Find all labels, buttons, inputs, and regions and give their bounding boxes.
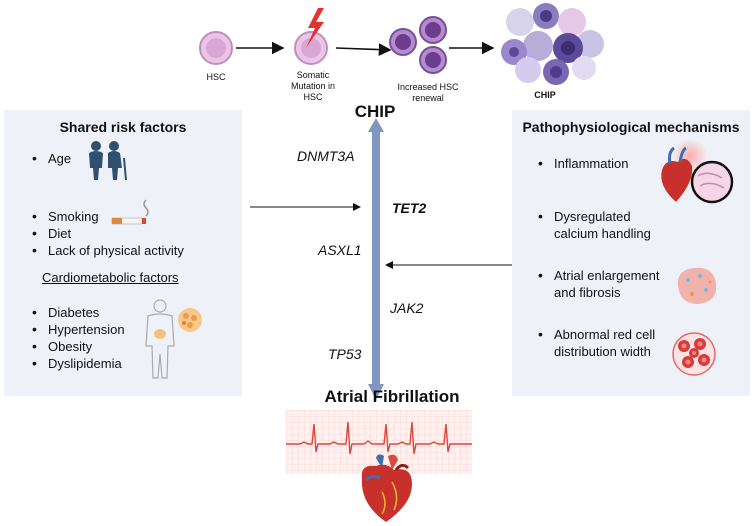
list-item: Lack of physical activity: [30, 242, 184, 259]
chip-to-af-arrow: [368, 118, 384, 400]
flow-step-mutation: Somatic Mutation in HSC: [290, 70, 336, 102]
lightning-icon: [306, 8, 324, 48]
chip-heading: CHIP: [354, 102, 396, 121]
cigarette-icon: [111, 199, 149, 225]
connector-arrows: [250, 203, 512, 269]
hsc-flow-graphic: [199, 3, 604, 85]
fibrotic-atrium-icon: [677, 267, 717, 304]
gene-tet2: TET2: [392, 200, 427, 216]
renewal-cells-icon: [389, 16, 447, 74]
red-cells-icon: [672, 332, 716, 376]
ecg-icon: [286, 410, 472, 474]
list-item: Smoking: [30, 208, 184, 225]
gene-tp53: TP53: [328, 346, 362, 362]
list-item: Dysregulated calcium handling: [536, 208, 666, 242]
risk-list-age: Age: [30, 150, 71, 167]
list-item: Inflammation: [536, 155, 666, 172]
body-fat-icon: [145, 299, 202, 379]
atrial-fibrillation-heading: Atrial Fibrillation: [324, 387, 460, 406]
pathophysiological-mechanisms-title: Pathophysiological mechanisms: [522, 119, 740, 135]
flow-step-chip: CHIP: [534, 90, 556, 100]
elderly-couple-icon: [89, 141, 127, 180]
risk-list-cardiometabolic: Diabetes Hypertension Obesity Dyslipidem…: [30, 304, 125, 372]
list-item: Diet: [30, 225, 184, 242]
flow-step-hsc: HSC: [206, 72, 226, 82]
mutated-hsc-icon: [294, 31, 328, 65]
gene-jak2: JAK2: [390, 300, 424, 316]
list-item: Obesity: [30, 338, 125, 355]
mechanism-list: Inflammation Dysregulated calcium handli…: [536, 155, 666, 360]
inflammation-heart-icon: [661, 140, 734, 204]
list-item: Dyslipidemia: [30, 355, 125, 372]
hsc-cell-icon: [199, 31, 233, 65]
gene-dnmt3a: DNMT3A: [297, 148, 355, 164]
list-item: Diabetes: [30, 304, 125, 321]
shared-risk-factors-title: Shared risk factors: [59, 119, 187, 135]
chip-cluster-icon: [501, 3, 604, 85]
flow-step-renewal: Increased HSC renewal: [397, 82, 459, 103]
list-item: Age: [30, 150, 71, 167]
risk-list-lifestyle: Smoking Diet Lack of physical activity: [30, 208, 184, 259]
gene-asxl1: ASXL1: [318, 242, 362, 258]
heart-icon: [361, 454, 412, 522]
cardiometabolic-subheading: Cardiometabolic factors: [42, 270, 179, 285]
list-item: Abnormal red cell distribution width: [536, 326, 666, 360]
list-item: Hypertension: [30, 321, 125, 338]
list-item: Atrial enlargement and fibrosis: [536, 267, 666, 301]
